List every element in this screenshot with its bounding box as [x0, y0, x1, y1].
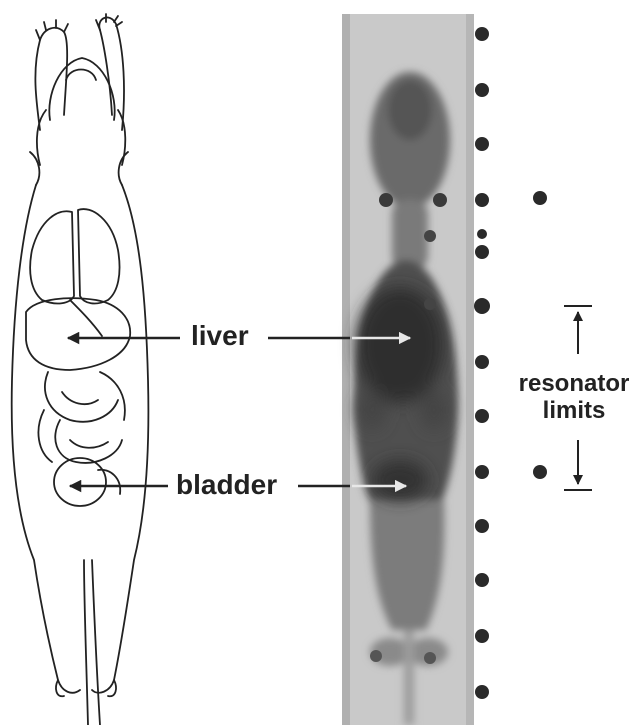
lung-right: [78, 209, 120, 303]
intestines: [38, 372, 124, 463]
mouse-line-drawing: [12, 14, 149, 725]
resonator-label-line2: limits: [512, 397, 636, 424]
marker-dot: [475, 519, 489, 533]
marker-dot: [475, 355, 489, 369]
xray-dot: [370, 650, 382, 662]
resonator-dot-bottom: [533, 465, 547, 479]
lung-left: [30, 211, 74, 303]
bladder-label: bladder: [176, 471, 277, 499]
marker-dot: [475, 137, 489, 151]
head-outline: [49, 58, 114, 120]
marker-dot: [475, 245, 489, 259]
marker-dot: [475, 629, 489, 643]
xray-dot: [379, 193, 393, 207]
marker-dot: [474, 298, 490, 314]
marker-dot: [475, 193, 489, 207]
xray-dot: [433, 193, 447, 207]
marker-dot: [475, 409, 489, 423]
xray-image: [342, 14, 474, 725]
marker-dot: [475, 83, 489, 97]
tail: [84, 560, 100, 725]
bladder-organ: [54, 458, 106, 506]
marker-dot: [475, 465, 489, 479]
xray-dot: [424, 230, 436, 242]
xray-dot: [424, 298, 436, 310]
liver-label: liver: [191, 322, 249, 350]
xray-dot: [424, 652, 436, 664]
marker-dot: [475, 573, 489, 587]
marker-dot: [477, 229, 487, 239]
resonator-dot-top: [533, 191, 547, 205]
resonator-label-line1: resonator: [512, 370, 636, 397]
left-foreleg: [35, 28, 67, 130]
marker-dot: [475, 27, 489, 41]
marker-dots: [474, 27, 547, 699]
marker-dot: [475, 685, 489, 699]
resonator-limits-label: resonator limits: [512, 370, 636, 424]
